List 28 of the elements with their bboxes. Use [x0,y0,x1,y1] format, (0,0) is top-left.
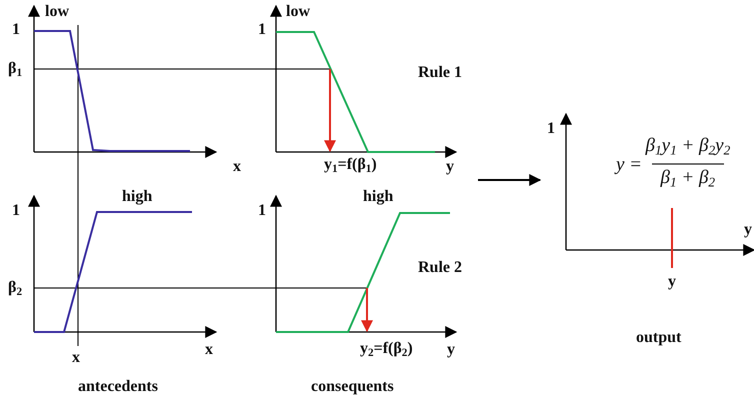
formula-text: β$_{1}$y$_{1}$ + β$_{2}$y$_{2}$ [646,136,730,155]
axis-tick-label: 1 [258,203,266,219]
curve-label: high [363,189,394,205]
rule-label: Rule 1 [418,65,462,81]
caption-text: antecedents [78,379,158,395]
caption-text: consequents [311,379,394,395]
axis-tick-label: 1 [258,22,266,38]
output-label: y [668,274,676,290]
axis-label: x [233,159,241,175]
axis-tick-label: 1 [547,121,555,137]
axis-label: y [447,342,455,358]
axis-label: x [205,342,213,358]
formula-text: y = [616,155,642,174]
curve-label: low [45,4,69,20]
output-label: y$_{2}$=f(β$_{2}$) [360,341,413,357]
axis-label: y [744,222,752,238]
formula-text: β$_{1}$ + β$_{2}$ [660,168,716,187]
caption-text: output [636,330,682,346]
membership-label: β$_{1}$ [8,61,22,77]
axis-label: y [446,159,454,175]
axis-tick-label: 1 [12,203,20,219]
axis-tick-label: 1 [12,22,20,38]
input-label: x [72,350,80,366]
rule-label: Rule 2 [418,260,462,276]
curve-label: low [286,4,310,20]
membership-label: β$_{2}$ [8,280,22,296]
curve-label: high [122,189,152,205]
output-label: y$_{1}$=f(β$_{1}$) [324,157,377,173]
